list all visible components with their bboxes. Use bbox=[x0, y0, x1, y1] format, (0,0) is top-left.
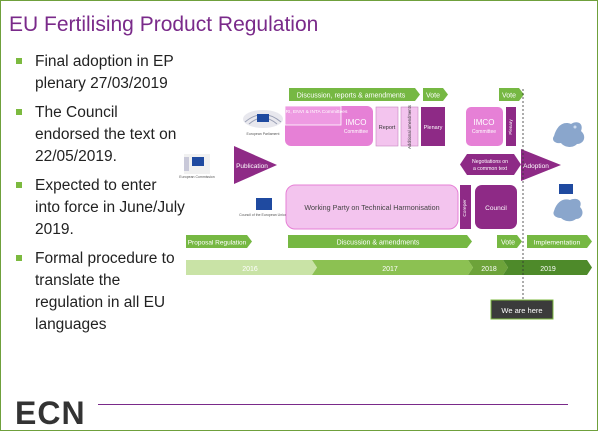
vote-top-right-arrow: Vote bbox=[499, 88, 524, 101]
imco-label: IMCO bbox=[346, 118, 367, 127]
plenary-label: Plenary bbox=[424, 125, 443, 131]
plenary-right-box: Plenary bbox=[506, 107, 516, 146]
vote-bottom-arrow: Vote bbox=[497, 235, 522, 248]
bullet-item: Formal procedure to translate the regula… bbox=[15, 248, 185, 336]
council-label: Council bbox=[485, 205, 507, 212]
negotiations-label-line1: Negotiations on bbox=[472, 159, 508, 165]
slide-title: EU Fertilising Product Regulation bbox=[9, 13, 319, 36]
bullet-text: Final adoption in EP plenary 27/03/2019 bbox=[35, 53, 174, 92]
agri-committees-text: AGRI, ENVI & INTA Committees bbox=[279, 109, 348, 115]
eu-flag-icon bbox=[559, 184, 573, 194]
coreper-box: Coreper bbox=[460, 185, 471, 229]
report-box: Report bbox=[375, 106, 399, 147]
imco-committee-label: Committee bbox=[344, 129, 368, 135]
bullet-square-icon bbox=[16, 255, 22, 261]
timeline-2019-label: 2019 bbox=[540, 266, 556, 273]
bullet-square-icon bbox=[16, 182, 22, 188]
adoption-label: Adoption bbox=[523, 163, 549, 170]
negotiations-box: Negotiations on a common text bbox=[460, 154, 521, 175]
adoption-arrow: Adoption bbox=[521, 149, 561, 181]
bullet-square-icon bbox=[16, 109, 22, 115]
eu-map-lower-icon bbox=[553, 198, 583, 222]
discussion-amendments-label: Discussion & amendments bbox=[337, 240, 420, 247]
working-party-box: Working Party on Technical Harmonisation bbox=[285, 184, 459, 230]
bullet-item: The Council endorsed the text on 22/05/2… bbox=[15, 102, 185, 168]
implementation-label: Implementation bbox=[534, 240, 581, 247]
negotiations-label-line2: a common text bbox=[473, 166, 508, 172]
report-label: Report bbox=[379, 125, 396, 131]
coreper-label: Coreper bbox=[462, 199, 468, 217]
discussion-amendments-arrow: Discussion & amendments bbox=[288, 235, 472, 248]
additional-amendments-label: Additional amendments bbox=[407, 105, 412, 149]
discussion-reports-arrow: Discussion, reports & amendments bbox=[289, 88, 420, 101]
imco-committee-right-box: IMCO Committee bbox=[466, 107, 503, 146]
bullet-text: Expected to enter into force in June/Jul… bbox=[35, 177, 185, 238]
additional-amendments-box: Additional amendments bbox=[400, 105, 419, 149]
implementation-arrow: Implementation bbox=[527, 235, 592, 248]
council-box: Council bbox=[475, 185, 517, 229]
discussion-reports-label: Discussion, reports & amendments bbox=[297, 93, 406, 100]
bullet-square-icon bbox=[16, 58, 22, 64]
timeline-2016: 2016 bbox=[186, 260, 317, 275]
vote-bottom-label: Vote bbox=[501, 240, 515, 247]
plenary-right-label: Plenary bbox=[508, 119, 513, 135]
bullet-text: Formal procedure to translate the regula… bbox=[35, 250, 175, 333]
imco-right-label: IMCO bbox=[474, 118, 495, 127]
bullet-item: Final adoption in EP plenary 27/03/2019 bbox=[15, 51, 185, 95]
vote-ep-label: Vote bbox=[426, 93, 440, 100]
timeline-2019: 2019 bbox=[503, 260, 592, 275]
timeline-2017: 2017 bbox=[312, 260, 473, 275]
imco-committee-box: AGRI, ENVI & INTA Committees IMCO Commit… bbox=[279, 105, 373, 146]
vote-top-right-label: Vote bbox=[502, 93, 516, 100]
publication-arrow: Publication bbox=[234, 146, 277, 184]
eu-map-icon bbox=[552, 122, 585, 147]
proposal-regulation-arrow: Proposal Regulation bbox=[186, 235, 252, 248]
plenary-box: Plenary bbox=[421, 107, 445, 146]
ecn-logo: ECN bbox=[15, 395, 86, 431]
european-commission-logo: European Commission bbox=[179, 154, 215, 179]
bullet-item: Expected to enter into force in June/Jul… bbox=[15, 175, 185, 241]
legislative-process-diagram: Discussion, reports & amendments Vote Vo… bbox=[179, 88, 592, 320]
footer-divider bbox=[98, 404, 568, 405]
we-are-here-box: We are here bbox=[490, 299, 554, 320]
proposal-regulation-label: Proposal Regulation bbox=[188, 240, 247, 247]
european-commission-label: European Commission bbox=[179, 175, 214, 179]
timeline-2016-label: 2016 bbox=[242, 266, 258, 273]
council-of-eu-label: Council of the European Union bbox=[239, 213, 287, 217]
timeline-2017-label: 2017 bbox=[382, 266, 398, 273]
council-logo: Council of the European Union bbox=[239, 198, 287, 217]
timeline-2018: 2018 bbox=[468, 260, 508, 275]
bullet-list: Final adoption in EP plenary 27/03/2019 … bbox=[15, 51, 185, 343]
we-are-here-label: We are here bbox=[501, 306, 542, 315]
bullet-text: The Council endorsed the text on 22/05/2… bbox=[35, 104, 177, 165]
vote-ep-arrow: Vote bbox=[423, 88, 448, 101]
publication-label: Publication bbox=[236, 163, 268, 170]
imco-right-committee-label: Committee bbox=[472, 129, 496, 135]
working-party-label: Working Party on Technical Harmonisation bbox=[304, 203, 439, 212]
european-parliament-label: European Parliament bbox=[247, 132, 280, 136]
timeline-2018-label: 2018 bbox=[481, 266, 497, 273]
european-parliament-logo: European Parliament bbox=[243, 110, 283, 136]
